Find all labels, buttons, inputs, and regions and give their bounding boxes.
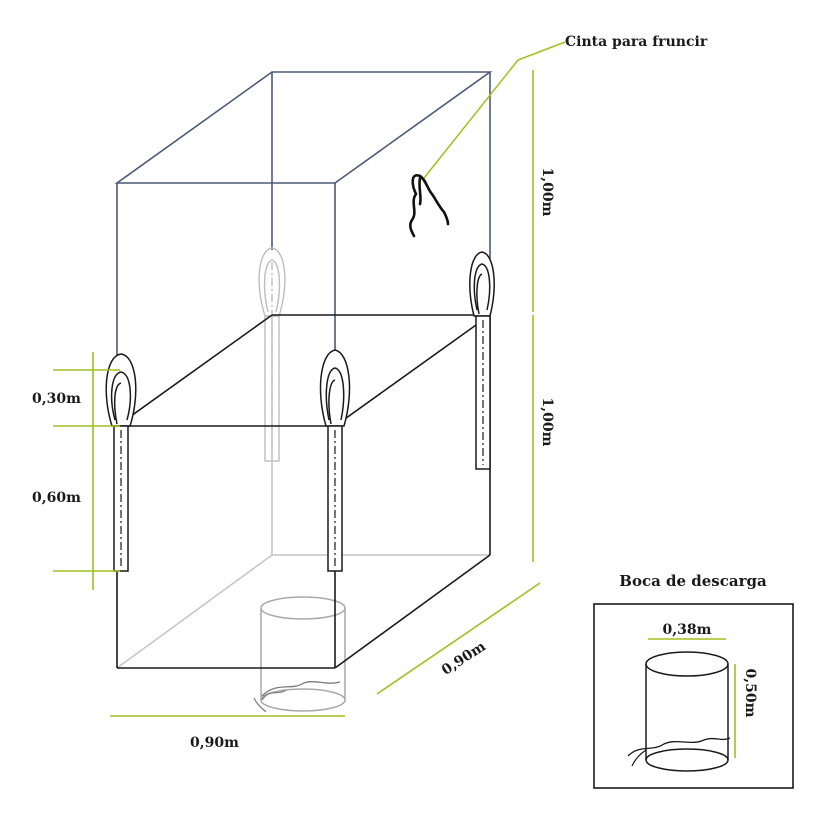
lifting-loop-back-right xyxy=(469,251,495,470)
cinta-label: Cinta para fruncir xyxy=(565,34,708,50)
bag-body xyxy=(116,314,491,669)
lifting-loop-front-left xyxy=(105,353,137,572)
side-width-label: 0,90m xyxy=(439,639,489,679)
hidden-edges xyxy=(116,315,490,669)
lifting-loop-front-right xyxy=(319,349,351,572)
discharge-detail-box xyxy=(593,603,794,789)
height-top-label: 1,00m xyxy=(539,168,555,217)
cinta-leader-line xyxy=(423,41,566,179)
drawstring-tie xyxy=(409,174,450,238)
detail-dimension-lines xyxy=(648,638,736,758)
lifting-loop-back-hidden xyxy=(258,247,286,462)
boca-height-label: 0,50m xyxy=(742,669,758,718)
height-body-label: 1,00m xyxy=(539,398,555,447)
detail-spout xyxy=(627,651,731,772)
top-skirt-frame xyxy=(114,71,493,368)
boca-title: Boca de descarga xyxy=(619,572,767,590)
boca-diameter-label: 0,38m xyxy=(663,622,712,638)
loop-height-label: 0,30m xyxy=(32,391,81,407)
dimension-lines xyxy=(53,70,541,717)
discharge-spout xyxy=(253,596,346,713)
strap-length-label: 0,60m xyxy=(32,490,81,506)
front-width-label: 0,90m xyxy=(190,735,239,751)
